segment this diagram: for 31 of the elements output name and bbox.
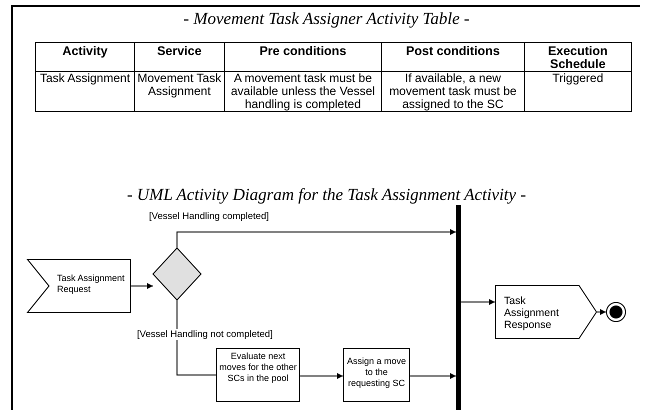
arrow [596, 309, 606, 315]
node-label: Assign a move to the requesting SC [346, 356, 408, 389]
table-cell: Task Assignment [36, 72, 135, 112]
action-box [343, 348, 410, 402]
table-title: - Movement Task Assigner Activity Table - [182, 9, 471, 29]
receive-signal-shape [27, 259, 131, 313]
final-node [606, 302, 626, 322]
decision-diamond [153, 248, 201, 300]
action-box [216, 348, 300, 402]
arrow [460, 299, 496, 305]
arrow [130, 283, 154, 289]
header-cell: Post conditions [382, 42, 524, 72]
arrow [410, 373, 456, 379]
node-label: Evaluate next moves for the other SCs in the pool [218, 351, 298, 384]
table-cell: A movement task must be available unless the Vessel handling is completed [224, 72, 382, 112]
arrow [176, 229, 456, 248]
header-cell: Service [134, 42, 224, 72]
send-signal-shape [495, 285, 597, 339]
guard-label: [Vessel Handling completed] [148, 211, 270, 222]
table-cell: Triggered [524, 72, 632, 112]
header-cell: Execution Schedule [524, 42, 632, 72]
table-cell: Movement Task Assignment [134, 72, 224, 112]
guard-label: [Vessel Handling not completed] [136, 329, 274, 340]
header-cell: Activity [36, 42, 135, 72]
node-label: Task Assignment Request [57, 273, 126, 295]
node-label: Task Assignment Response [504, 295, 560, 331]
table-cell: If available, a new movement task must be assigned to the SC [382, 72, 524, 112]
join-bar [456, 205, 461, 410]
arrow [300, 373, 344, 379]
header-cell: Pre conditions [224, 42, 382, 72]
section-heading: - UML Activity Diagram for the Task Assignment Activity - [126, 185, 527, 205]
